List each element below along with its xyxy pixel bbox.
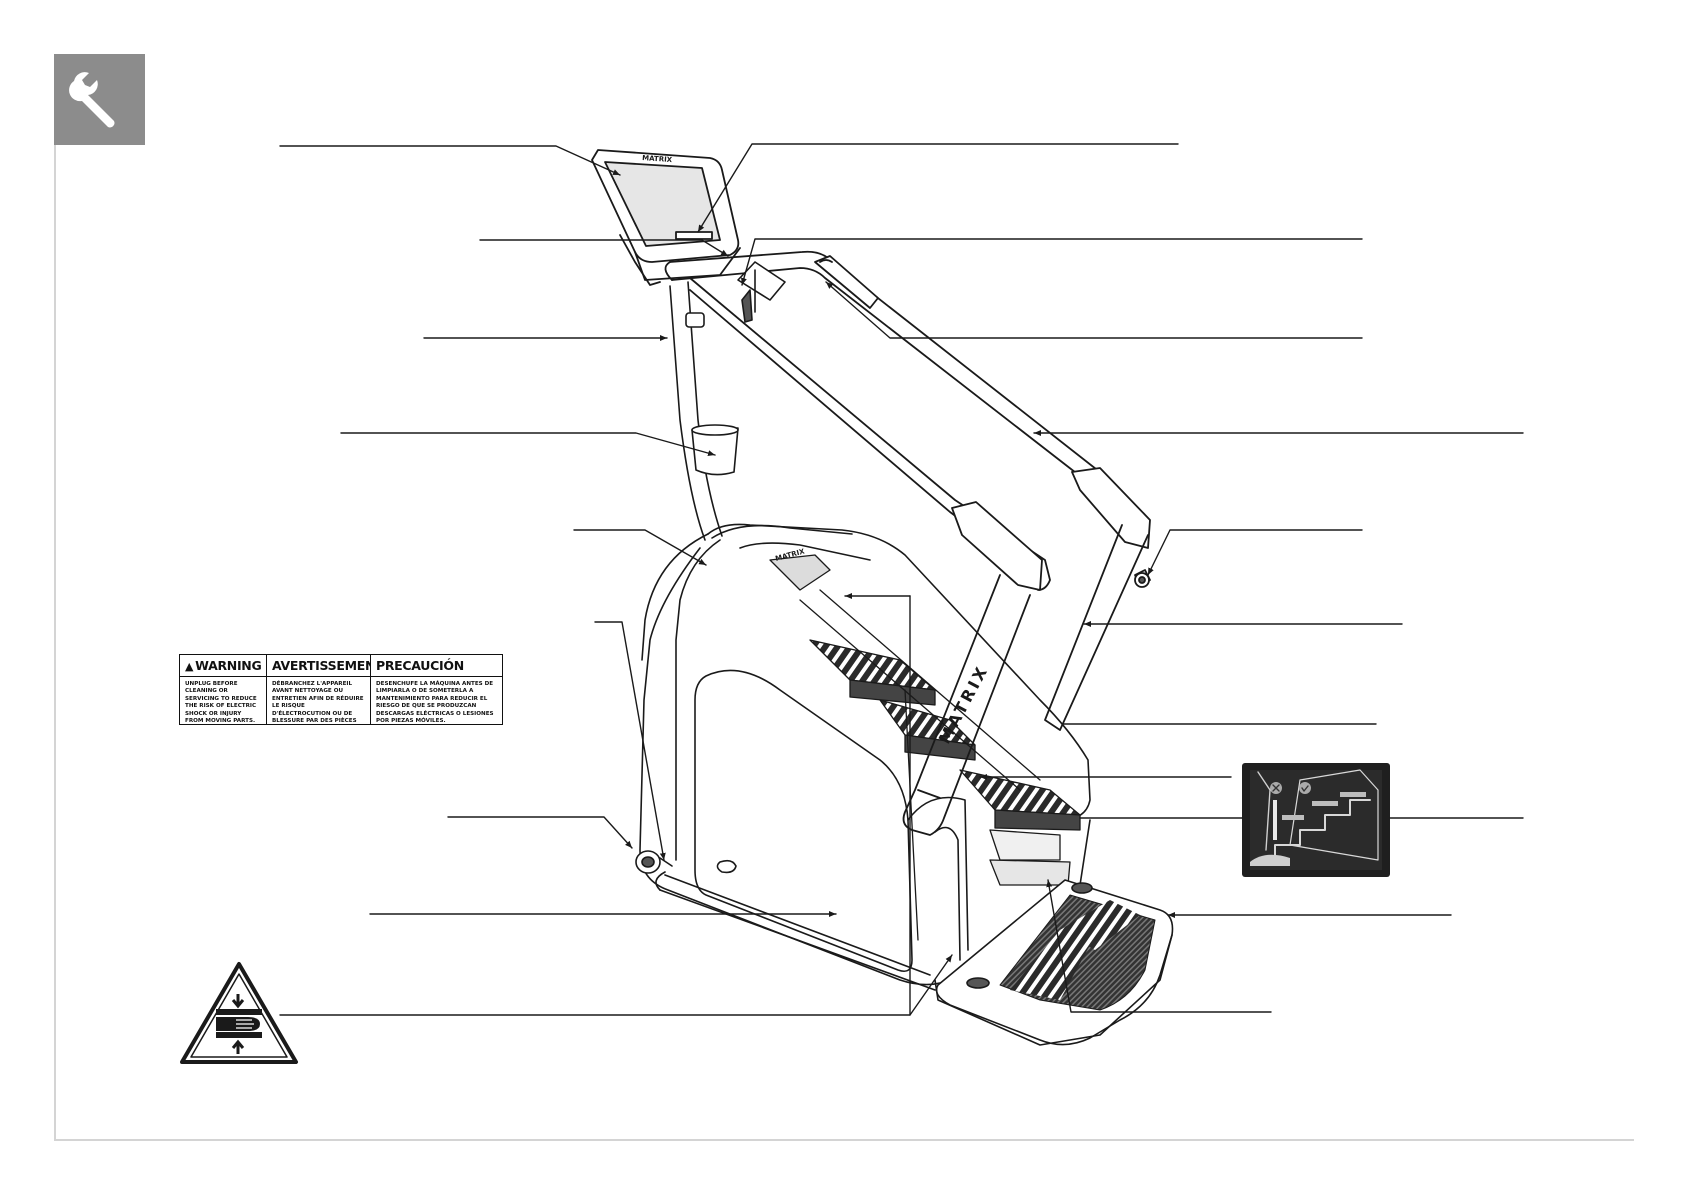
step-position-inset [1242, 763, 1390, 877]
callout-foot-deck [1046, 879, 1272, 1013]
warning-text-en: UNPLUG BEFORE CLEANING OR SERVICING TO R… [185, 681, 257, 724]
callout-cup-holder [340, 432, 716, 457]
brand-text-console: MATRIX [642, 154, 673, 164]
base-frame [635, 850, 936, 991]
hand-crush-warning-icon [180, 962, 298, 1064]
page-frame-bottom [54, 1139, 1634, 1141]
warning-label: ▲WARNING UNPLUG BEFORE CLEANING OR SERVI… [179, 654, 503, 725]
callout-console-tray [697, 143, 1179, 233]
warning-heading-fr: AVERTISSEMENT [267, 657, 370, 677]
callout-console [279, 145, 621, 176]
callout-pinch-arrow [909, 954, 953, 1016]
console-display [591, 149, 741, 286]
warning-text-fr: DÉBRANCHEZ L'APPAREIL AVANT NETTOYAGE OU… [272, 681, 364, 724]
page-frame-left [54, 56, 56, 1141]
console-mast [669, 281, 739, 541]
callout-handlebar [479, 239, 729, 257]
callout-estop [741, 238, 1363, 286]
callout-shroud [573, 529, 707, 566]
callout-hr-sensor [825, 281, 1363, 339]
warning-heading-text: WARNING [195, 658, 262, 673]
handrails [664, 250, 1151, 836]
callout-lines [279, 143, 1524, 1016]
warning-triangle-icon: ▲ [185, 660, 194, 673]
warning-column-en: ▲WARNING UNPLUG BEFORE CLEANING OR SERVI… [180, 655, 267, 724]
callout-wheel [447, 816, 633, 849]
bottom-platform [934, 879, 1174, 1046]
emergency-stop-assembly [737, 261, 786, 323]
warning-text-es: DESENCHUFE LA MÁQUINA ANTES DE LIMPIARLA… [376, 681, 494, 724]
warning-column-fr: AVERTISSEMENT DÉBRANCHEZ L'APPAREIL AVAN… [267, 655, 371, 724]
warning-heading-en: ▲WARNING [180, 657, 266, 677]
callout-adjust-knob [1147, 529, 1363, 576]
warning-heading-es: PRECAUCIÓN [371, 657, 502, 677]
wrench-icon [69, 72, 115, 128]
callout-rear-frame [594, 621, 666, 861]
wrench-badge [54, 54, 145, 145]
warning-column-es: PRECAUCIÓN DESENCHUFE LA MÁQUINA ANTES D… [371, 655, 502, 724]
